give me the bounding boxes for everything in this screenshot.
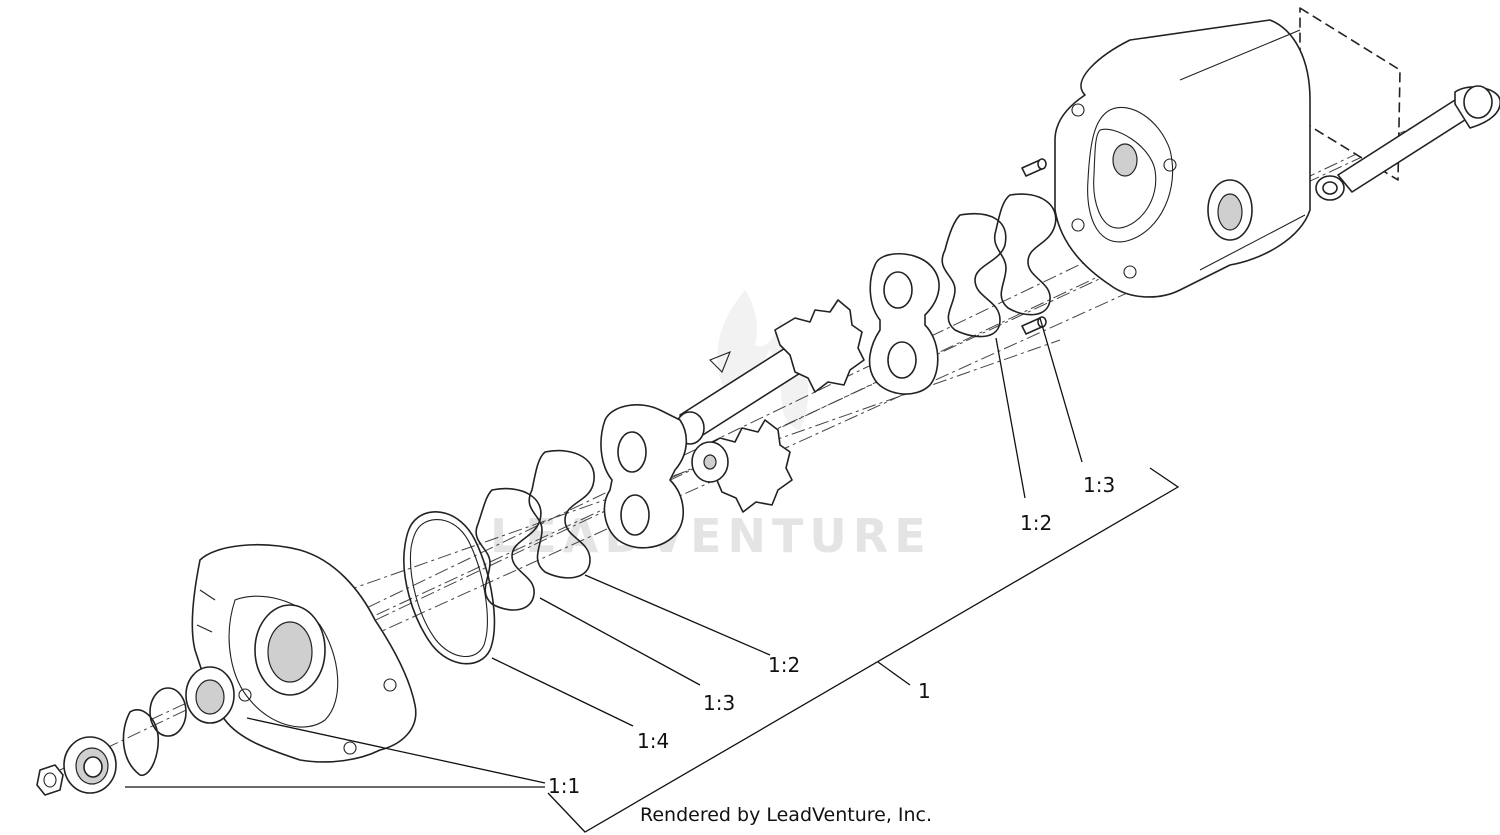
front-flange-housing [191,544,417,763]
render-credit: Rendered by LeadVenture, Inc. [640,804,932,826]
spacer-ring [149,687,187,737]
front-wear-plate [600,404,688,549]
driven-gear [691,419,793,513]
o-ring [403,511,496,665]
nut [36,764,64,796]
callout-wear-plate-front: 1:2 [768,653,800,677]
pump-body-housing [1054,7,1401,298]
cap-screw [1337,85,1500,193]
assembly-leader [877,661,911,686]
callout-gasket-front: 1:3 [703,691,735,715]
callout-gasket-rear: 1:3 [1083,473,1115,497]
retaining-ring [122,709,160,776]
watermark-logo [717,290,809,430]
rear-wear-plate [868,253,940,395]
callout-seal-kit: 1:1 [548,774,580,798]
assembly-bracket [547,467,1180,833]
bearing [63,736,117,794]
callout-assembly: 1 [918,679,931,703]
shaft-seal [185,666,235,724]
drive-gear-shaft [675,299,865,445]
front-gaskets [475,449,595,611]
leader-lines [125,317,1083,788]
watermark-text: LEADVENTURE [490,509,932,563]
callout-o-ring: 1:4 [637,729,669,753]
rear-gaskets [941,193,1057,338]
washer [1315,175,1345,201]
dowel-pins [1021,158,1047,335]
callout-wear-plate-rear: 1:2 [1020,511,1052,535]
